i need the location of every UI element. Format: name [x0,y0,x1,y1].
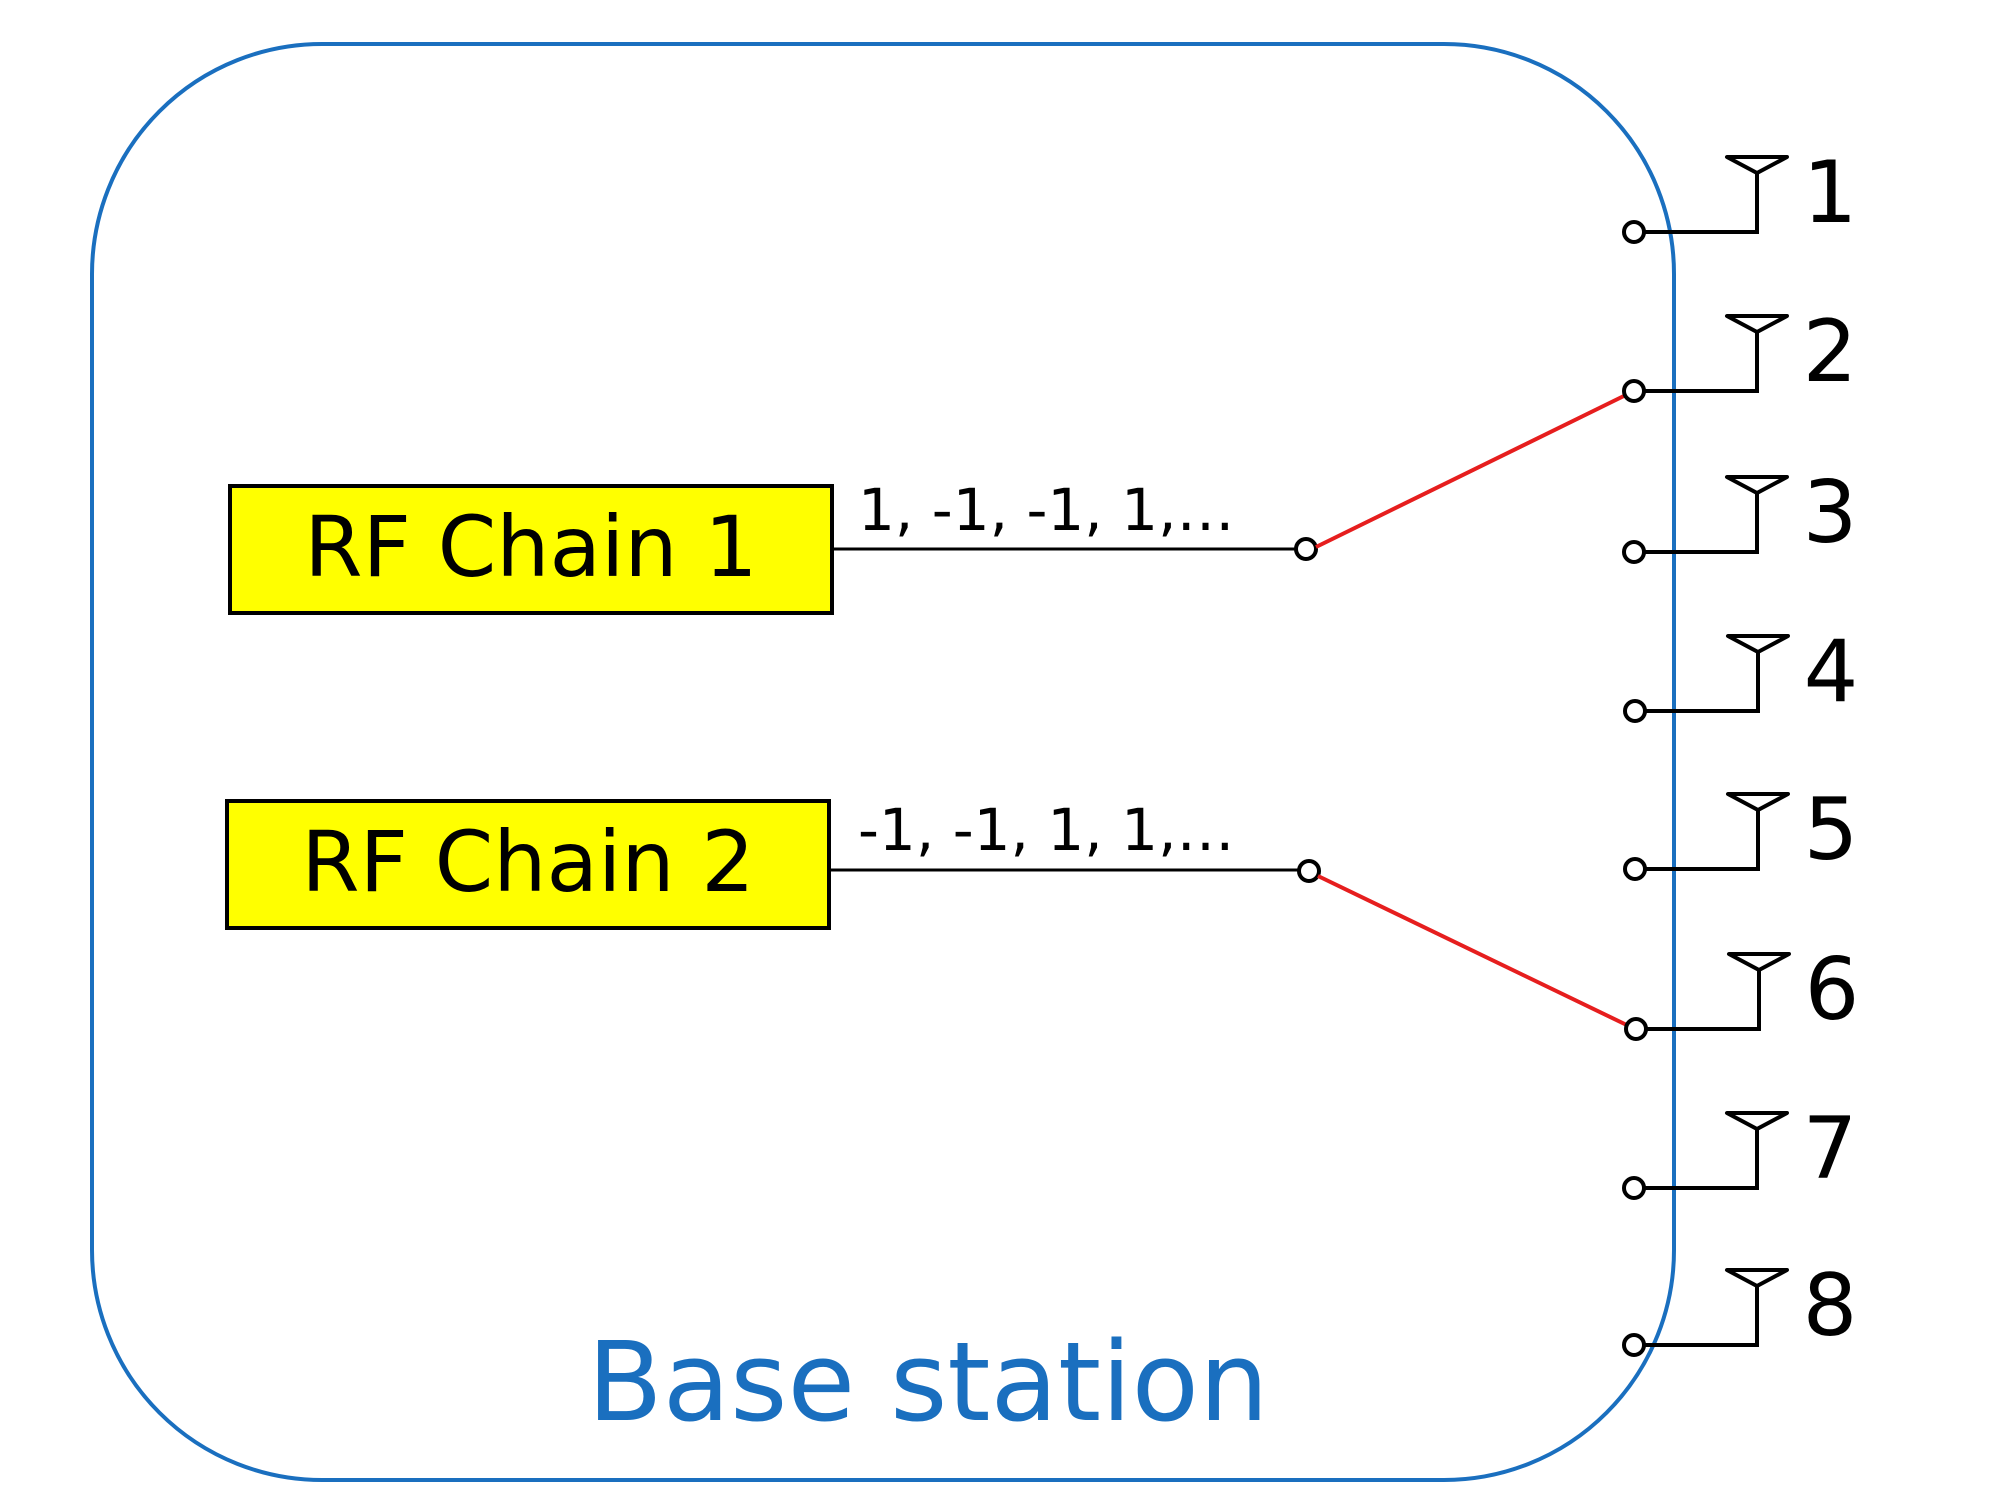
base-station-label: Base station [587,1318,1268,1446]
antenna-4-feed [1645,652,1760,713]
antenna-7: 7 [1622,1099,1858,1200]
antenna-7-label: 7 [1803,1099,1858,1199]
antenna-7-terminal [1622,1176,1646,1200]
antenna-1-feed [1644,173,1759,234]
antenna-1-terminal [1622,220,1646,244]
rf-chain-1: RF Chain 1 1, -1, -1, 1,… [228,389,1635,615]
antenna-3-icon [1725,475,1789,495]
rf-chain-2-switch-arm [1317,874,1636,1031]
antenna-4-label: 4 [1804,622,1859,722]
rf-chain-1-label: RF Chain 1 [304,498,757,596]
antenna-5: 5 [1623,780,1859,881]
antenna-2-icon [1725,314,1789,334]
antenna-8-icon [1725,1268,1789,1288]
antenna-5-icon [1726,792,1790,812]
rf-chain-1-box [228,484,834,615]
rf-chain-1-sequence: 1, -1, -1, 1,… [858,476,1235,544]
rf-chain-2-label: RF Chain 2 [301,813,754,911]
antenna-8-label: 8 [1803,1256,1858,1356]
antenna-2: 2 [1622,302,1858,403]
antenna-4-icon [1726,634,1790,654]
antenna-2-terminal [1622,379,1646,403]
antenna-5-terminal [1623,857,1647,881]
antenna-2-label: 2 [1803,302,1858,402]
rf-chain-1-switch-pivot [1294,537,1318,561]
rf-chain-1-switch-arm [1315,389,1635,549]
antenna-array: 1 2 3 4 5 [1622,143,1860,1357]
rf-chain-2-box [225,799,831,930]
rf-chain-2: RF Chain 2 -1, -1, 1, 1,… [225,796,1636,1031]
antenna-8-terminal [1622,1333,1646,1357]
antenna-6: 6 [1624,940,1860,1041]
antenna-3-feed [1644,493,1759,554]
rf-chain-2-sequence: -1, -1, 1, 1,… [858,796,1235,864]
antenna-6-icon [1727,952,1791,972]
antenna-5-label: 5 [1804,780,1859,880]
antenna-1-label: 1 [1803,143,1858,243]
antenna-1: 1 [1622,143,1858,244]
antenna-3-terminal [1622,540,1646,564]
rf-chain-2-switch-pivot [1297,859,1321,883]
base-station-enclosure [90,42,1676,1482]
antenna-6-label: 6 [1805,940,1860,1040]
antenna-6-terminal [1624,1017,1648,1041]
antenna-7-icon [1725,1111,1789,1131]
antenna-1-icon [1725,155,1789,175]
antenna-8-feed [1644,1286,1759,1347]
antenna-5-feed [1645,810,1760,871]
antenna-2-feed [1644,332,1759,393]
antenna-4: 4 [1623,622,1859,723]
antenna-8: 8 [1622,1256,1858,1357]
antenna-4-terminal [1623,699,1647,723]
antenna-3: 3 [1622,463,1858,564]
antenna-3-label: 3 [1803,463,1858,563]
antenna-6-feed [1646,970,1761,1031]
antenna-7-feed [1644,1129,1759,1190]
